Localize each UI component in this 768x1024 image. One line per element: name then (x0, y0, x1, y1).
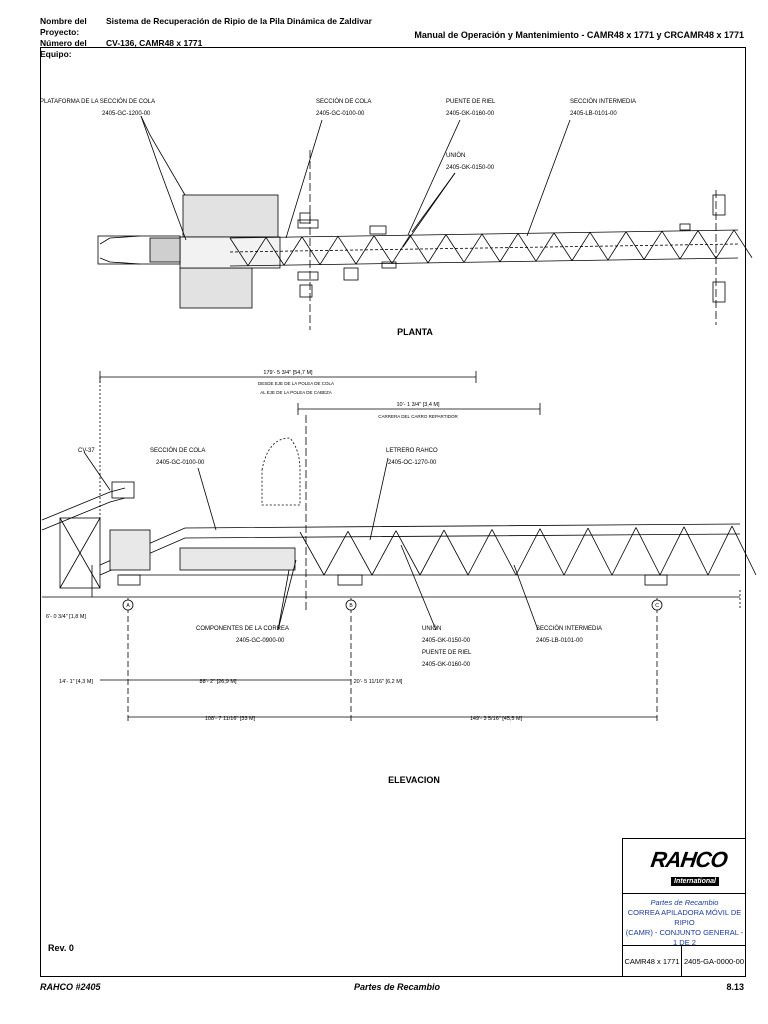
logo-text: RAHCO (649, 847, 729, 872)
dim-top-note-1: DESDE EJE DE LA POLEA DE COLA (258, 381, 334, 386)
footer-left: RAHCO #2405 (40, 982, 101, 992)
equipment-key: Número del Equipo: (40, 38, 87, 59)
page-number: 8.13 (726, 982, 744, 992)
plan-label-platform-code: 2405-GC-1200-00 (102, 111, 151, 117)
elevation-view-drawing (41, 371, 757, 722)
elev-label-sign: LETRERO RAHCO (386, 448, 438, 454)
title-block: RAHCO International Partes de Recambio C… (622, 838, 746, 976)
dim-travel: 10'- 1 3/4" [3,4 M] (396, 402, 440, 408)
plan-label-platform: PLATAFORMA DE LA SECCIÓN DE COLA (40, 98, 155, 105)
drawing-desc-2: (CAMR) - CONJUNTO GENERAL - 1 DE 2 (625, 928, 744, 947)
elev-label-union: UNIÓN (422, 625, 441, 632)
dim-top-note-2: AL EJE DE LA POLEA DE CABEZA (260, 390, 332, 395)
dim-top-overall: 179'- 5 3/4" [54,7 M] (263, 370, 313, 376)
plan-label-bridge-code: 2405-GK-0160-00 (446, 111, 495, 117)
plan-label-tail-code: 2405-GC-0100-00 (316, 111, 365, 117)
drawing-number: 2405-GA-0000-00 (683, 956, 745, 966)
plan-label-union: UNIÓN (446, 152, 465, 159)
elev-label-bridge: PUENTE DE RIEL (422, 650, 472, 656)
marker-b: B (349, 603, 353, 609)
plan-label-intermediate-code: 2405-LB-0101-00 (570, 111, 617, 117)
dim-d4: 108'- 7 11/16" [33 M] (205, 716, 256, 722)
revision-label: Rev. 0 (48, 943, 74, 953)
plan-label-intermediate: SECCIÓN INTERMEDIA (570, 98, 636, 105)
equipment-value: CV-136, CAMR48 x 1771 (106, 38, 203, 48)
drawing-desc-1: CORREA APILADORA MÓVIL DE RIPIO (627, 908, 742, 927)
project-value: Sistema de Recuperación de Ripio de la P… (106, 16, 372, 26)
elev-label-cv37: CV-37 (78, 448, 95, 454)
marker-c: C (655, 603, 659, 609)
elevation-title: ELEVACION (388, 775, 440, 785)
manual-title: Manual de Operación y Mantenimiento - CA… (414, 30, 744, 40)
elev-label-tail: SECCIÓN DE COLA (150, 447, 205, 454)
drawing-codes: CAMR48 x 1771 2405-GA-0000-00 (623, 946, 746, 976)
elev-label-intermediate-code: 2405-LB-0101-00 (536, 638, 583, 644)
elev-label-sign-code: 2405-OC-1270-00 (388, 460, 437, 466)
drawing-description: Partes de Recambio CORREA APILADORA MÓVI… (623, 894, 746, 947)
elev-label-bridge-code: 2405-GK-0160-00 (422, 662, 471, 668)
dim-d2: 88'- 2" [26,9 M] (200, 679, 237, 685)
dim-d3: 20'- 5 11/16" [6,2 M] (354, 679, 403, 685)
elev-label-belt-code: 2405-GC-0900-00 (236, 638, 285, 644)
dim-height: 6'- 0 3/4" [1,8 M] (46, 614, 86, 620)
plan-label-union-code: 2405-GK-0150-00 (446, 165, 495, 171)
footer-center: Partes de Recambio (354, 982, 441, 992)
drawing-frame (40, 47, 746, 977)
plan-view-drawing (97, 115, 753, 330)
elev-label-intermediate: SECCIÓN INTERMEDIA (536, 625, 602, 632)
elev-label-union-code: 2405-GK-0150-00 (422, 638, 471, 644)
dim-travel-note: CARRERA DEL CARRO REPARTIDOR (378, 414, 458, 419)
drawing-category: Partes de Recambio (650, 898, 719, 907)
plan-label-tail: SECCIÓN DE COLA (316, 98, 371, 105)
plan-label-bridge: PUENTE DE RIEL (446, 99, 496, 105)
elev-label-belt: COMPONENTES DE LA CORREA (196, 626, 289, 632)
rahco-logo: RAHCO International (623, 839, 746, 894)
marker-a: A (126, 603, 130, 609)
dim-d5: 149'- 3 5/16" [45,5 M] (470, 716, 523, 722)
dim-d1: 14'- 1" [4,3 M] (59, 679, 93, 685)
project-header: Nombre del Proyecto: Sistema de Recuperac… (40, 16, 372, 60)
project-key: Nombre del Proyecto: (40, 16, 87, 37)
elev-label-tail-code: 2405-GC-0100-00 (156, 460, 205, 466)
logo-sub: International (671, 877, 720, 886)
model-code: CAMR48 x 1771 (623, 946, 682, 976)
plan-title: PLANTA (397, 327, 433, 337)
support-markers (122, 599, 663, 611)
